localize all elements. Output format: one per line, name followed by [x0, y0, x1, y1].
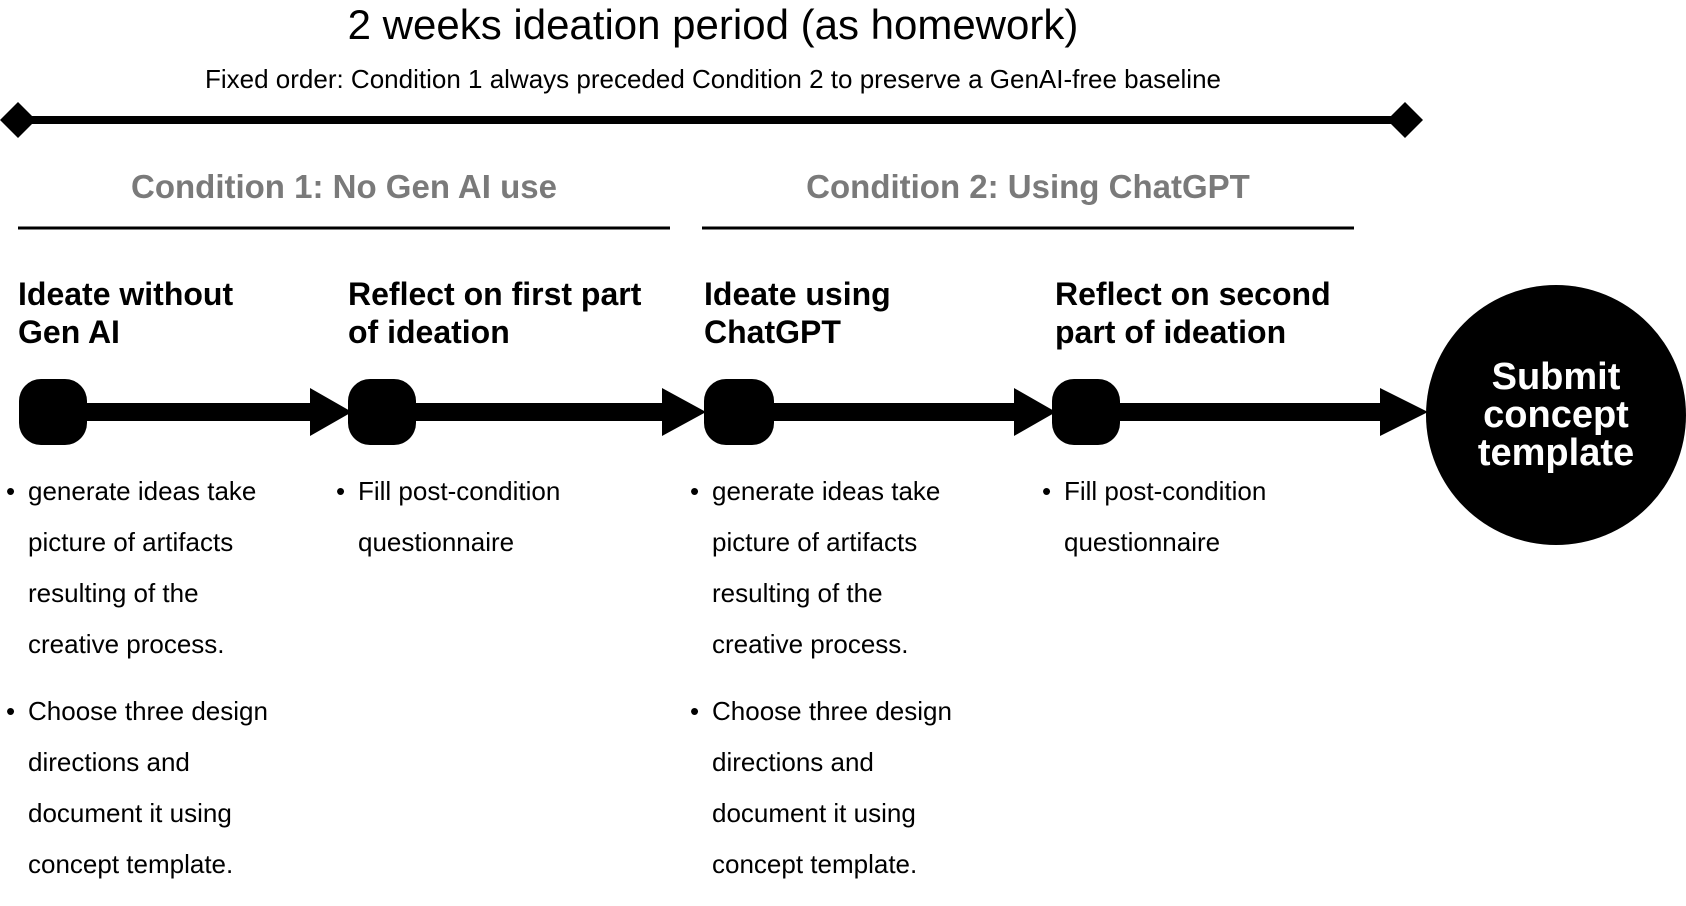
period-bar: [0, 102, 1423, 138]
flow-arrow-1: [80, 388, 352, 436]
condition-1-label: Condition 1: No Gen AI use: [131, 168, 557, 205]
step-2-bullets: Fill post-condition questionnaire: [336, 466, 616, 584]
list-item: generate ideas take picture of artifacts…: [6, 466, 296, 670]
step-4-bullets: Fill post-condition questionnaire: [1042, 466, 1322, 584]
step-1-bullets: generate ideas take picture of artifacts…: [6, 466, 296, 906]
step-node-2: [348, 379, 416, 445]
step-3-bullets: generate ideas take picture of artifacts…: [690, 466, 980, 906]
step-3-title: Ideate using ChatGPT: [704, 276, 891, 350]
flow-arrow-4: [1116, 388, 1428, 436]
diagram-subtitle: Fixed order: Condition 1 always preceded…: [204, 64, 1222, 94]
period-end-diamond: [1387, 102, 1423, 138]
step-node-4: [1052, 379, 1120, 445]
list-item: Fill post-condition questionnaire: [336, 466, 616, 568]
list-item: Choose three design directions and docum…: [6, 686, 296, 890]
step-node-1: [19, 379, 87, 445]
list-item: Fill post-condition questionnaire: [1042, 466, 1322, 568]
list-item: generate ideas take picture of artifacts…: [690, 466, 980, 670]
timeline-graphics: [0, 102, 1428, 445]
step-1-title: Ideate without Gen AI: [18, 276, 234, 350]
flow-arrow-2: [412, 388, 706, 436]
period-start-diamond: [0, 102, 36, 138]
step-node-3: [704, 379, 774, 445]
flow-arrow-3: [768, 388, 1056, 436]
step-4-title: Reflect on second part of ideation: [1055, 276, 1331, 350]
list-item: Choose three design directions and docum…: [690, 686, 980, 890]
condition-2-label: Condition 2: Using ChatGPT: [806, 168, 1250, 205]
submit-concept-template-node: Submit concept template: [1426, 285, 1686, 545]
step-2-title: Reflect on first part of ideation: [348, 276, 642, 350]
diagram-title: 2 weeks ideation period (as homework): [347, 1, 1079, 48]
study-procedure-diagram: 2 weeks ideation period (as homework) Fi…: [0, 0, 1686, 882]
